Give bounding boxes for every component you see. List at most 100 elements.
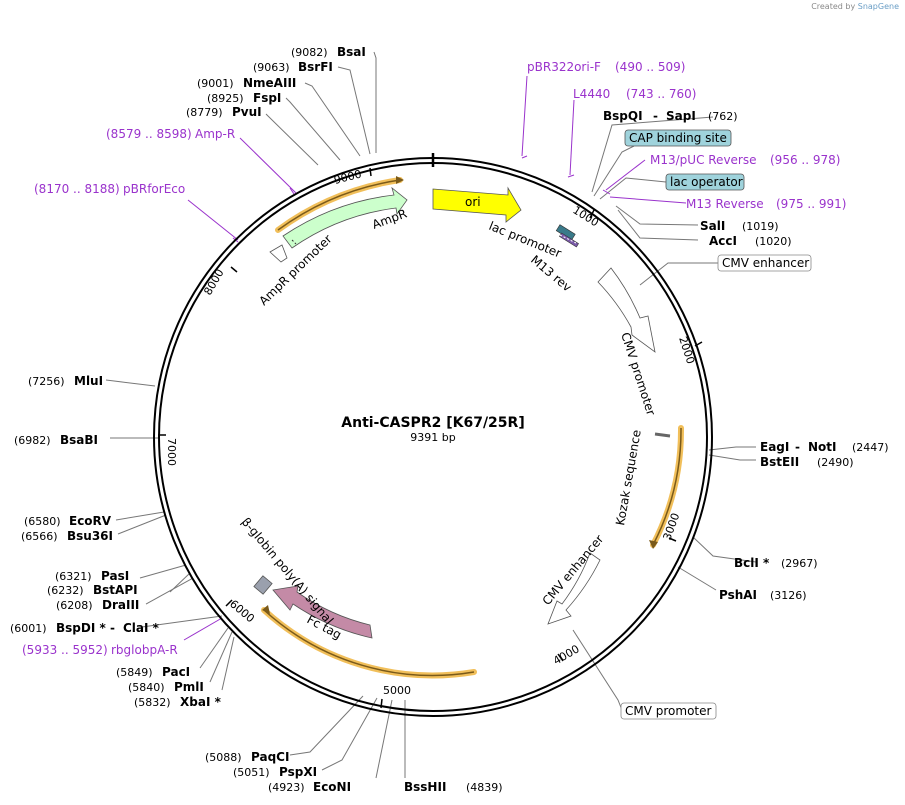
site-pos: (6321) — [55, 570, 92, 583]
site-pspxi: PspXI — [279, 765, 317, 779]
site-pos: (5088) — [205, 751, 242, 764]
ori-feature — [432, 186, 522, 223]
tick-7000: 7000 — [165, 438, 178, 466]
lac-operator-label: lac operator — [670, 175, 743, 189]
site-pos: (7256) — [28, 375, 65, 388]
site-bspqi: BspQI — [603, 109, 643, 123]
site-pos: (5051) — [233, 766, 270, 779]
tick-9000: 9000 — [333, 168, 363, 187]
primer-m13-reverse: M13 Reverse — [686, 197, 764, 211]
primer-l4440-range: (743 .. 760) — [626, 87, 696, 101]
primer-labels: pBR322ori-F (490 .. 509) L4440 (743 .. 7… — [22, 60, 846, 657]
sites-left: (6001) BspDI * - ClaI * (6208) DraIII (6… — [10, 374, 160, 635]
site-paqci: PaqCI — [251, 750, 289, 764]
site-pos: (9063) — [253, 61, 290, 74]
site-pos: (5832) — [134, 696, 171, 709]
primer-pbrforeco: pBRforEco — [123, 182, 185, 196]
features — [253, 176, 685, 679]
site-bspdi: BspDI * — [56, 621, 106, 635]
site-pos: (2447) — [852, 441, 889, 454]
site-pos: (5840) — [128, 681, 165, 694]
primer-m13-puc-reverse-range: (956 .. 978) — [770, 153, 840, 167]
plasmid-size: 9391 bp — [410, 431, 455, 444]
site-econi: EcoNI — [313, 780, 351, 794]
site-pshai: PshAI — [719, 588, 757, 602]
site-sali: SalI — [700, 219, 725, 233]
tick-5000: 5000 — [383, 684, 411, 697]
tick-8000: 8000 — [201, 267, 226, 298]
site-pos: (2490) — [817, 456, 854, 469]
credit-prefix: Created by — [811, 2, 856, 11]
site-pos: (6580) — [24, 515, 61, 528]
site-pasi: PasI — [101, 569, 129, 583]
site-pos: (2967) — [781, 557, 818, 570]
primer-rbglobpa-r-range: (5933 .. 5952) — [22, 643, 108, 657]
site-pos: (5849) — [116, 666, 153, 679]
ampr-feature — [282, 186, 408, 249]
site-ecorv: EcoRV — [69, 514, 112, 528]
site-bspdi-sep: - — [110, 621, 115, 635]
backbone — [153, 153, 713, 717]
site-eagi: EagI — [760, 440, 789, 454]
site-fspi: FspI — [253, 91, 281, 105]
leader-lines — [105, 51, 757, 779]
site-draiii: DraIII — [102, 598, 139, 612]
site-pos: (6982) — [14, 434, 51, 447]
site-bsrfi: BsrFI — [298, 60, 333, 74]
site-pos: (6208) — [56, 599, 93, 612]
site-nmeaiii: NmeAIII — [243, 76, 296, 90]
position-ticks — [158, 167, 703, 709]
site-bsai: BsaI — [337, 45, 366, 59]
site-pos: (4923) — [268, 781, 305, 794]
site-bsabi: BsaBI — [60, 433, 98, 447]
fc-tag-feature — [272, 585, 373, 639]
credit-brand: SnapGene — [857, 2, 899, 11]
beta-globin-label: β-globin poly(A) signal — [239, 515, 336, 627]
site-sapi: SapI — [666, 109, 696, 123]
site-clai: ClaI * — [123, 621, 160, 635]
site-pos: (3126) — [770, 589, 807, 602]
site-pos: (8779) — [186, 106, 223, 119]
site-pvui: PvuI — [232, 105, 262, 119]
site-xbai: XbaI * — [180, 695, 222, 709]
site-bspqi-sep: - — [653, 109, 658, 123]
ori-label: ori — [465, 195, 481, 209]
primer-l4440: L4440 — [573, 87, 610, 101]
sites-top-left: (9082) BsaI (9063) BsrFI (9001) NmeAIII … — [186, 45, 366, 119]
primer-amp-r: Amp-R — [195, 127, 235, 141]
lac-promoter-label: lac promoter — [487, 219, 563, 261]
site-pos: (8925) — [207, 92, 244, 105]
primer-amp-r-range: (8579 .. 8598) — [106, 127, 192, 141]
primer-m13-puc-reverse: M13/pUC Reverse — [650, 153, 757, 167]
site-bsteii: BstEII — [760, 455, 799, 469]
site-bsu36i: Bsu36I — [67, 529, 113, 543]
cmv-enhancer-lower — [547, 552, 601, 625]
primer-pbr322ori-f: pBR322ori-F — [527, 60, 601, 74]
site-bsshii: BssHII — [404, 780, 446, 794]
site-acci: AccI — [709, 234, 737, 248]
site-pos: (6232) — [47, 584, 84, 597]
sites-bottom: BssHII (4839) (4923) EcoNI (5051) PspXI … — [116, 665, 503, 794]
site-mlui: MluI — [74, 374, 103, 388]
site-pos: (9082) — [291, 46, 328, 59]
site-pos: (1019) — [742, 220, 779, 233]
primer-pbr322ori-f-range: (490 .. 509) — [615, 60, 685, 74]
site-pos: (6001) — [10, 622, 47, 635]
sites-top-right: BspQI - SapI (762) SalI (1019) AccI (102… — [603, 109, 792, 248]
primer-leaders — [183, 75, 687, 641]
tick-6000: 6000 — [227, 597, 257, 625]
site-pos: (1020) — [755, 235, 792, 248]
primer-pbrforeco-range: (8170 .. 8188) — [34, 182, 120, 196]
cmv-promoter-label: CMV promoter — [625, 704, 712, 718]
ampr-promoter-feature — [269, 244, 288, 263]
primer-m13-reverse-range: (975 .. 991) — [776, 197, 846, 211]
cap-binding-site-label: CAP binding site — [629, 131, 727, 145]
site-paci: PacI — [162, 665, 190, 679]
site-pmli: PmlI — [174, 680, 204, 694]
primer-rbglobpa-r: rbglobpA-R — [111, 643, 178, 657]
tick-1000: 1000 — [570, 204, 601, 230]
plasmid-name: Anti-CASPR2 [K67/25R] — [341, 415, 524, 431]
snapgene-credit: Created by SnapGene — [811, 2, 899, 11]
site-eagi-sep: - — [795, 440, 800, 454]
